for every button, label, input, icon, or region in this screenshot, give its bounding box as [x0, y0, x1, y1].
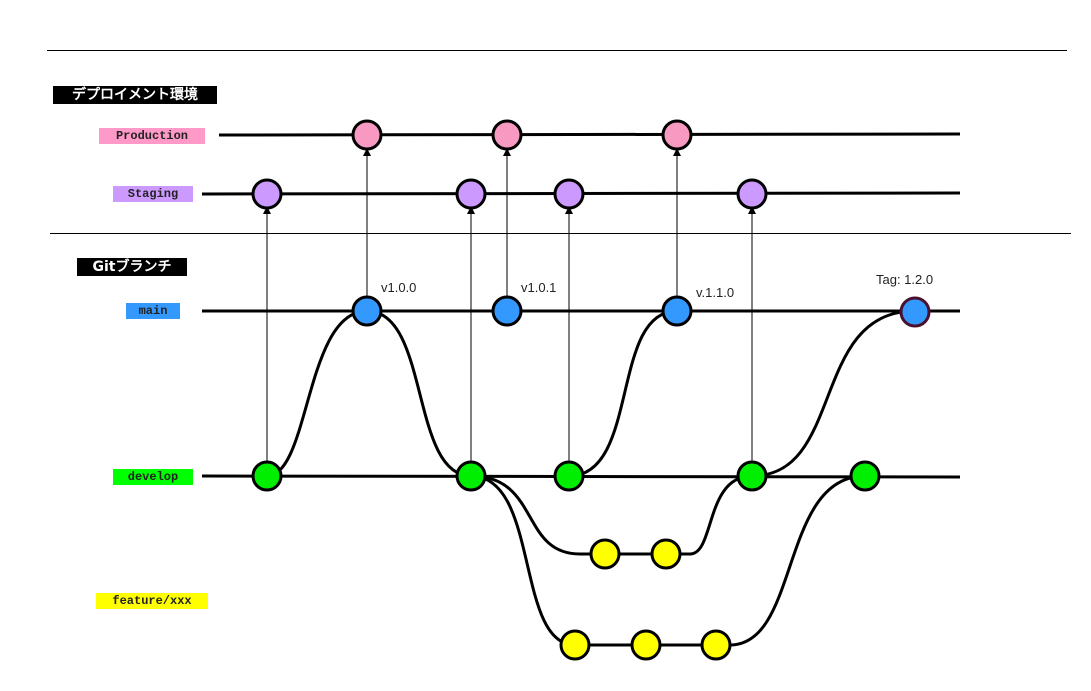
develop-commit-node — [553, 460, 585, 492]
deploy-section-title: デプロイメント環境 — [53, 86, 217, 104]
lane-label-main: main — [126, 303, 180, 319]
production-commit-node — [351, 119, 383, 151]
develop-commit-node — [849, 460, 881, 492]
staging-commit-node — [736, 178, 768, 210]
staging-commit-node — [455, 178, 487, 210]
top-divider — [47, 50, 1067, 51]
lane-label-production: Production — [99, 128, 205, 144]
develop-commit-node — [736, 460, 768, 492]
lane-label-develop: develop — [113, 469, 193, 485]
production-commit-node — [661, 119, 693, 151]
develop-to-main-curve-3 — [751, 309, 916, 478]
tag-v1-1-0: v.1.1.0 — [696, 285, 735, 300]
feature-commit-node — [589, 538, 621, 570]
middle-divider — [50, 233, 1071, 234]
production-commit-node — [491, 119, 523, 151]
main-commit-node — [351, 295, 383, 327]
main-commit-node — [491, 295, 523, 327]
staging-commit-node — [553, 178, 585, 210]
feature-commit-node — [559, 629, 591, 661]
tag-v1-0-0: v1.0.0 — [381, 280, 417, 295]
develop-commit-node — [251, 460, 283, 492]
lane-label-staging: Staging — [113, 186, 193, 202]
tag-1-2-0: Tag: 1.2.0 — [876, 272, 934, 287]
develop-to-main-curve-2 — [568, 309, 678, 478]
develop-commit-node — [455, 460, 487, 492]
feature-branch-upper — [470, 474, 753, 556]
main-commit-node — [661, 295, 693, 327]
production-lane-line — [218, 132, 961, 137]
main-to-develop-curve-1 — [366, 309, 472, 478]
main-commit-node-tagged — [899, 296, 931, 328]
feature-commit-node — [630, 629, 662, 661]
tag-v1-0-1: v1.0.1 — [521, 280, 557, 295]
staging-commit-node — [251, 178, 283, 210]
feature-commit-node — [650, 538, 682, 570]
feature-commit-node — [700, 629, 732, 661]
develop-to-main-curve-1 — [266, 309, 368, 478]
lane-label-feature: feature/xxx — [96, 593, 208, 609]
git-section-title: Gitブランチ — [77, 258, 187, 276]
